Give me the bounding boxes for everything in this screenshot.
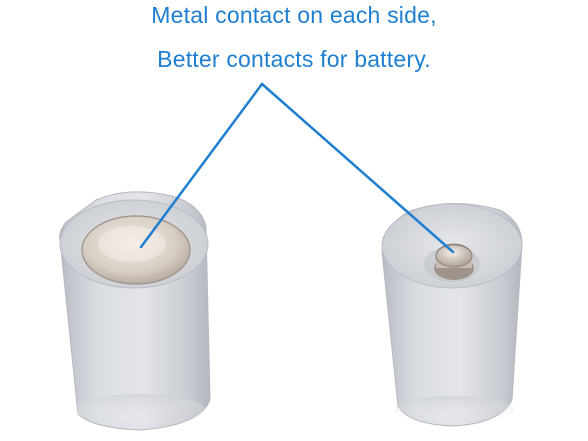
pointer-line-left (139, 82, 264, 249)
caption-line-2: Better contacts for battery. (157, 46, 431, 72)
pointer-line-right (260, 82, 455, 254)
left-adapter (59, 191, 211, 431)
caption-line-1: Metal contact on each side, (151, 2, 437, 28)
pointer-lines (139, 82, 455, 254)
right-adapter (381, 203, 523, 427)
button-metal-contact (434, 243, 474, 280)
flat-metal-contact (81, 215, 191, 285)
